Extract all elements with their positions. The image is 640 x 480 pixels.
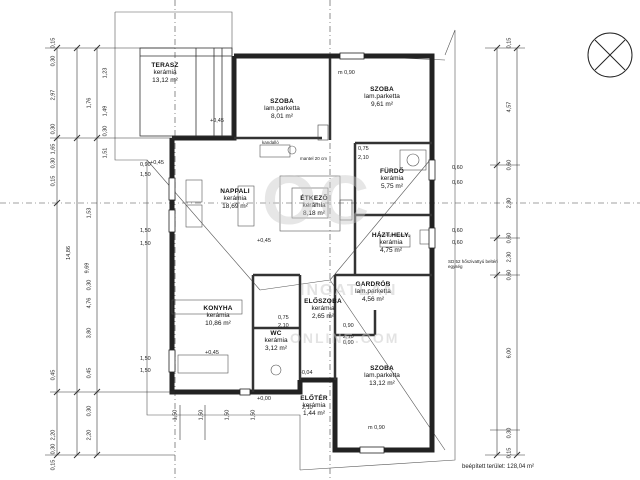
- outer-walls: [169, 53, 435, 453]
- terrace-structure: [139, 47, 233, 137]
- dimension-lines: [45, 47, 525, 456]
- dimension-ticks: [53, 44, 521, 459]
- roof-outline: [114, 11, 456, 471]
- north-arrow-icon: [587, 32, 633, 78]
- inner-walls: [234, 58, 432, 392]
- windows: [168, 52, 436, 454]
- column-markers: [317, 124, 353, 221]
